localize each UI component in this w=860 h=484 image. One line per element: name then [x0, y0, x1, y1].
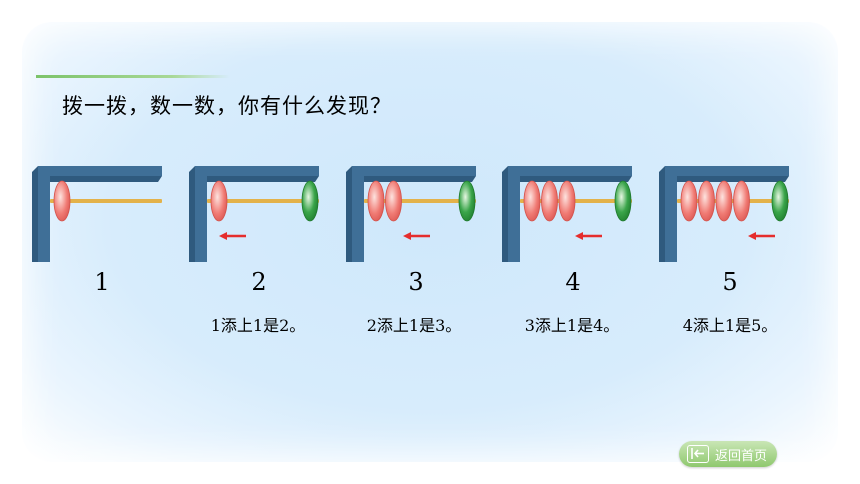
red-bead — [558, 180, 576, 222]
abacus-caption-2: 1添上1是2。 — [210, 316, 306, 335]
frame-post-side — [502, 166, 508, 262]
frame-beam — [508, 166, 632, 176]
abacus-4 — [502, 166, 632, 262]
red-bead — [523, 180, 541, 222]
abacus-caption-4: 3添上1是4。 — [524, 316, 620, 335]
frame-post-side — [189, 166, 195, 262]
left-arrow-head — [219, 232, 227, 240]
home-button[interactable]: 返回首页 — [679, 441, 777, 467]
frame-post — [38, 166, 50, 262]
frame-beam-shadow — [677, 176, 789, 182]
abacus-rod — [207, 199, 319, 203]
frame-beam-shadow — [207, 176, 319, 182]
red-bead — [385, 180, 402, 222]
back-arrow-icon — [687, 445, 709, 463]
left-arrow-head — [403, 232, 411, 240]
frame-beam — [195, 166, 319, 176]
left-arrow-head — [748, 232, 756, 240]
abacus-number-5: 5 — [722, 268, 738, 296]
green-bead — [301, 180, 319, 222]
abacus-number-2: 2 — [251, 268, 267, 296]
frame-beam — [38, 166, 162, 176]
red-bead — [698, 180, 715, 222]
green-bead — [458, 180, 476, 222]
abacus-3 — [346, 166, 476, 262]
frame-beam — [352, 166, 476, 176]
abacus-number-3: 3 — [408, 268, 424, 296]
abacus-number-4: 4 — [565, 268, 581, 296]
title-accent-line — [36, 75, 230, 78]
green-bead — [771, 180, 789, 222]
red-bead — [680, 180, 698, 222]
red-bead — [53, 180, 71, 222]
frame-beam-shadow — [50, 176, 162, 182]
abacus-caption-3: 2添上1是3。 — [366, 316, 462, 335]
abacus-1 — [32, 166, 162, 262]
red-bead — [715, 180, 733, 222]
red-bead — [541, 180, 558, 222]
frame-post-side — [346, 166, 352, 262]
red-bead — [210, 180, 228, 222]
frame-post — [665, 166, 677, 262]
abacus-5 — [659, 166, 789, 262]
frame-beam-shadow — [364, 176, 476, 182]
red-bead — [733, 180, 750, 222]
abacus-number-1: 1 — [94, 268, 110, 296]
green-bead — [614, 180, 632, 222]
frame-post-side — [32, 166, 38, 262]
frame-beam-shadow — [520, 176, 632, 182]
frame-post-side — [659, 166, 665, 262]
abacus-caption-5: 4添上1是5。 — [682, 316, 778, 335]
left-arrow-head — [575, 232, 583, 240]
page-title: 拨一拨，数一数，你有什么发现？ — [62, 94, 392, 118]
frame-post — [352, 166, 364, 262]
red-bead — [367, 180, 385, 222]
background-panel — [22, 22, 838, 462]
frame-post — [508, 166, 520, 262]
abacus-rod — [50, 199, 162, 203]
frame-post — [195, 166, 207, 262]
abacus-2 — [189, 166, 319, 262]
frame-beam — [665, 166, 789, 176]
home-button-label: 返回首页 — [715, 448, 768, 464]
